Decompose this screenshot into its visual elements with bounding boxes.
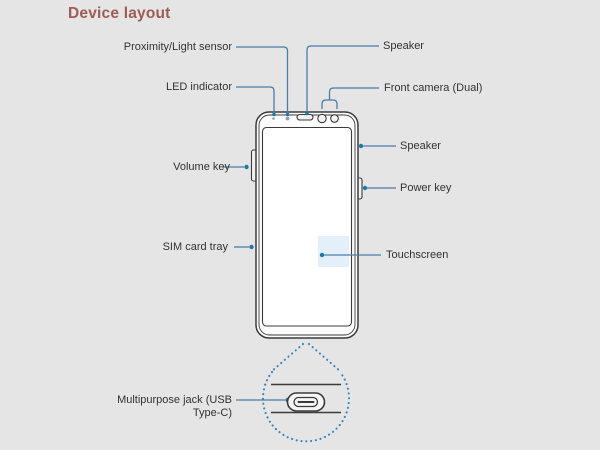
- front-camera-right-lens: [330, 114, 339, 123]
- callout-line-proximity: [236, 46, 289, 114]
- led-indicator-dot: [272, 117, 275, 120]
- label-touchscreen: Touchscreen: [386, 249, 449, 261]
- callout-dot-speaker-top: [305, 111, 309, 116]
- phone-screen: [261, 126, 353, 327]
- callout-line-speaker-top: [306, 45, 379, 112]
- label-multipurpose-jack-line2: Type-C): [192, 407, 232, 419]
- callout-dot-sim: [249, 244, 254, 250]
- usb-connector-inner: [293, 396, 319, 408]
- label-multipurpose-jack: Multipurpose jack (USB Type-C): [117, 394, 232, 420]
- label-sim-card-tray: SIM card tray: [162, 241, 228, 253]
- earpiece-speaker-slot: [296, 113, 314, 121]
- proximity-sensor-dot: [285, 116, 290, 121]
- label-speaker-side: Speaker: [400, 140, 441, 152]
- label-power-key: Power key: [400, 182, 452, 194]
- callout-dot-power: [362, 185, 368, 191]
- callout-line-led: [236, 86, 275, 114]
- callout-line-front-camera: [328, 87, 379, 100]
- page-title: Device layout: [68, 5, 171, 22]
- label-proximity-light-sensor: Proximity/Light sensor: [123, 41, 232, 53]
- callout-dot-speaker-side: [358, 143, 364, 149]
- magnifier-flare-right: [307, 342, 342, 373]
- front-camera-left-lens: [317, 113, 327, 124]
- label-speaker-top: Speaker: [383, 40, 424, 52]
- front-camera-bracket: [321, 99, 338, 109]
- callout-dot-touchscreen: [319, 252, 325, 258]
- label-volume-key: Volume key: [173, 161, 230, 173]
- touch-highlight: [318, 236, 349, 267]
- label-front-camera: Front camera (Dual): [384, 82, 483, 94]
- callout-dot-volume: [244, 164, 249, 170]
- label-multipurpose-jack-line1: Multipurpose jack (USB: [117, 394, 232, 406]
- label-led-indicator: LED indicator: [165, 81, 232, 93]
- magnifier-flare-left: [270, 342, 305, 373]
- callout-dot-led: [272, 112, 276, 117]
- magnifier-circle: [261, 370, 351, 443]
- callout-dot-proximity: [285, 112, 290, 117]
